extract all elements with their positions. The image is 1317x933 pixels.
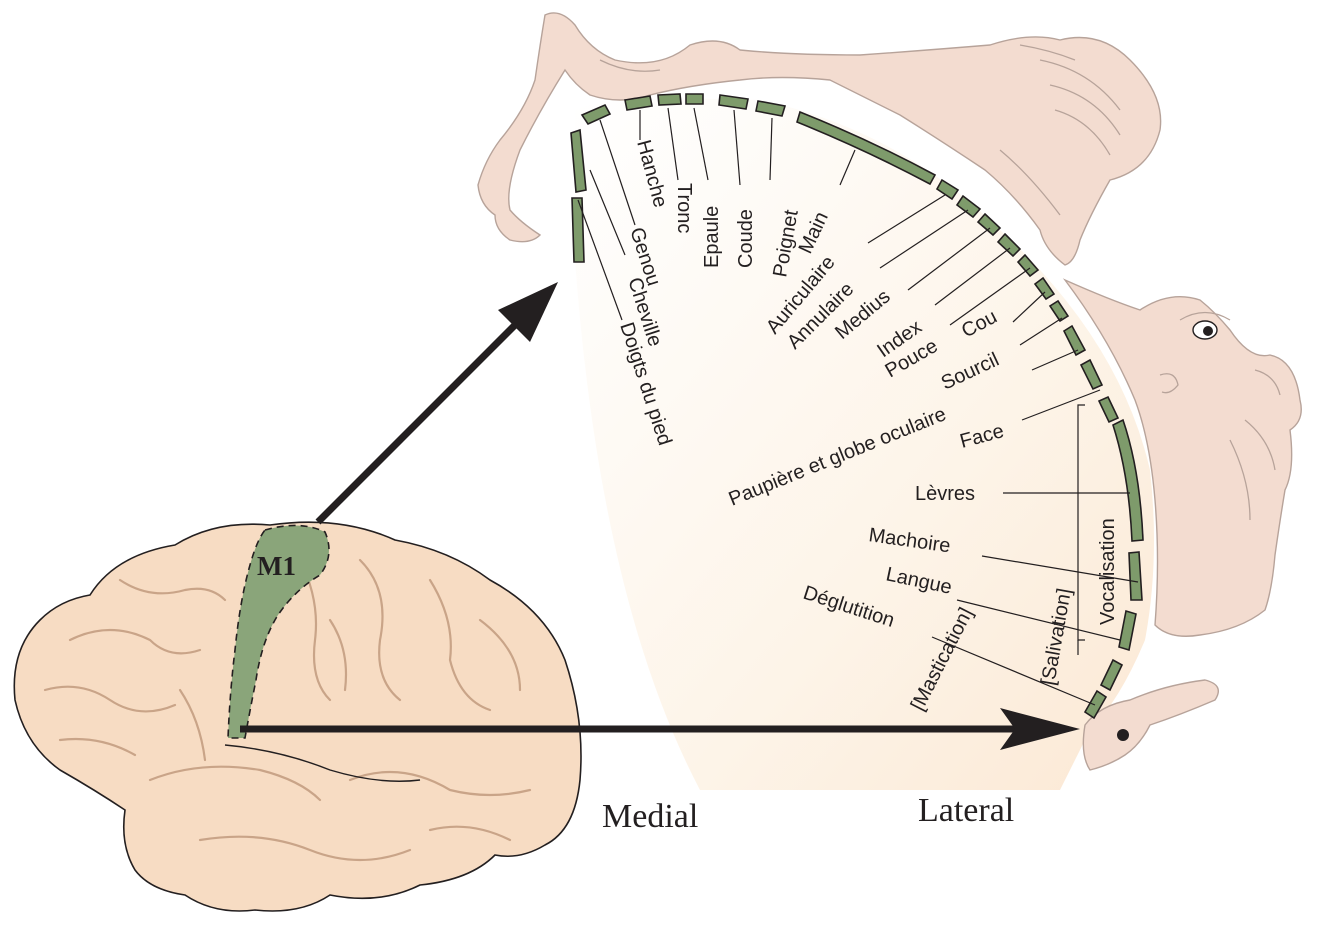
label-coude: Coude: [735, 209, 757, 268]
lateral-label: Lateral: [918, 792, 1014, 829]
medial-label: Medial: [602, 798, 698, 835]
brain-illustration: M1: [14, 522, 581, 911]
label-vocalisation: Vocalisation: [1097, 518, 1119, 625]
m1-label: M1: [257, 551, 296, 581]
label-tronc: Tronc: [673, 183, 695, 233]
arrow-to-fan: [318, 318, 522, 522]
label-epaule: Epaule: [701, 206, 723, 268]
label-levres: Lèvres: [915, 483, 975, 505]
